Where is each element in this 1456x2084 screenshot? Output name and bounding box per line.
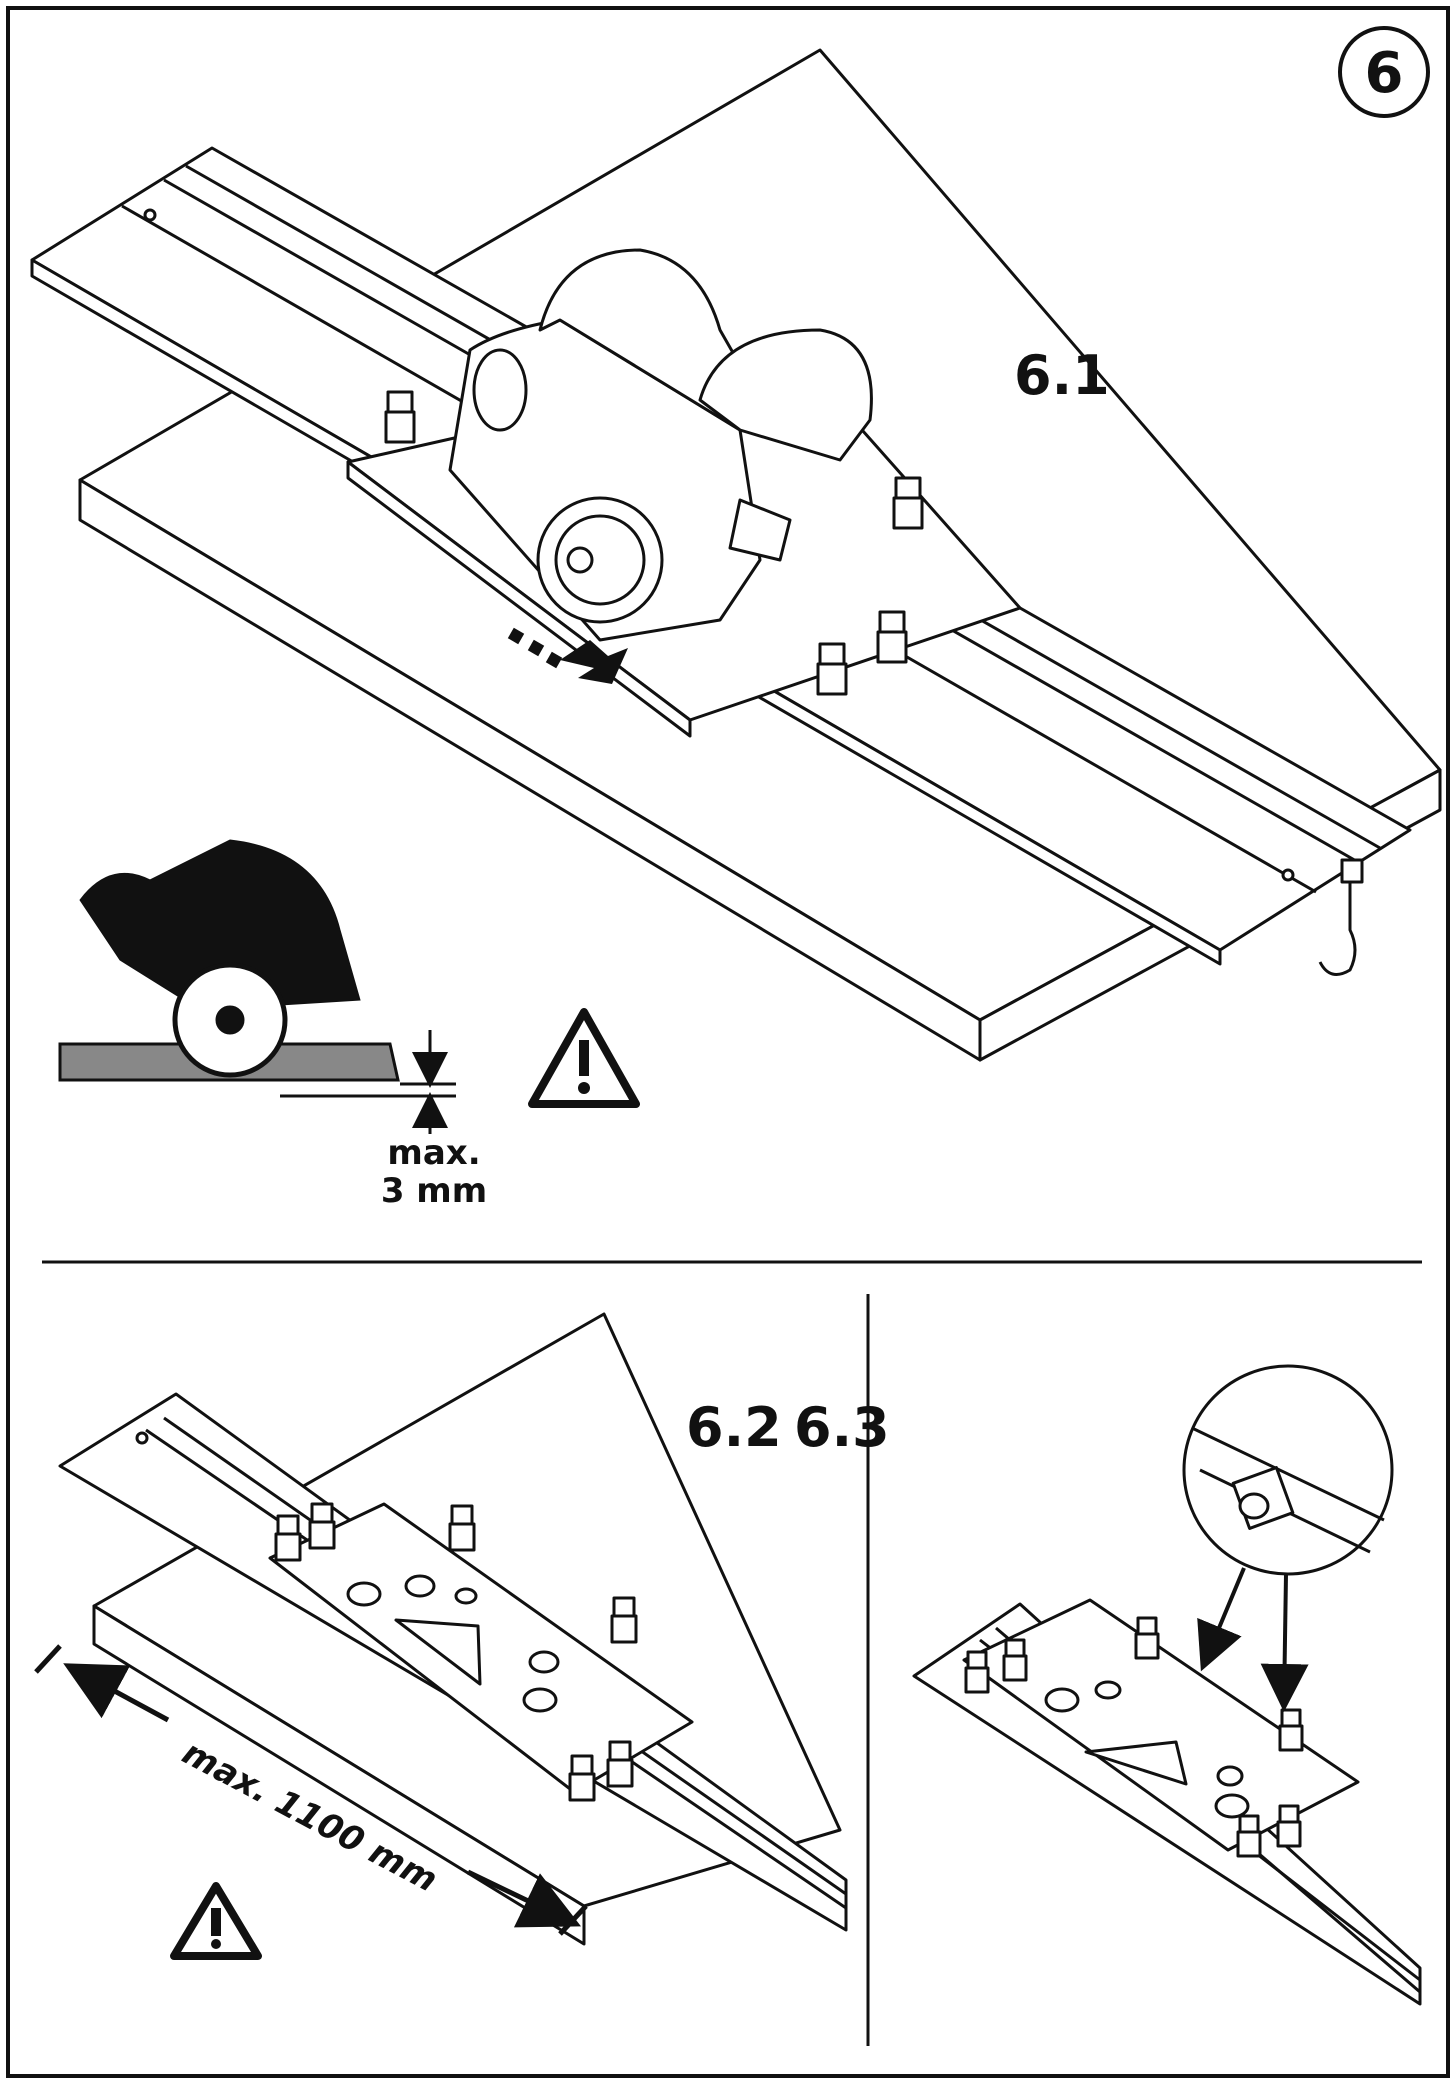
depth-limit-line1: max. [387, 1133, 480, 1173]
detail-magnifier [1182, 1364, 1394, 1576]
plate-thumb-screw [1134, 1616, 1160, 1660]
rail-clamp-hook [1318, 858, 1364, 976]
plate-thumb-screw [274, 1514, 302, 1562]
cut-direction-arrow [507, 627, 628, 684]
plate-thumb-screw [568, 1754, 596, 1802]
length-dimension [34, 1644, 588, 1936]
plate-thumb-screw [448, 1504, 476, 1552]
rail-connector-plate [962, 1598, 1360, 1852]
figure-6-2-illustration [58, 1312, 848, 1946]
circular-saw [448, 248, 873, 642]
plate-thumb-screw [610, 1596, 638, 1644]
warning-icon [170, 1882, 262, 1960]
plate-thumb-screw [876, 610, 908, 664]
plate-thumb-screw [892, 476, 924, 530]
plate-thumb-screw [308, 1502, 336, 1550]
plate-thumb-screw [964, 1650, 990, 1694]
plate-thumb-screw [816, 642, 848, 696]
figure-label-6-1: 6.1 [1014, 344, 1110, 407]
warning-icon [528, 1008, 640, 1108]
pictogram-saw-icon [79, 839, 361, 1078]
plate-thumb-screw [1002, 1638, 1028, 1682]
figure-label-6-2: 6.2 [686, 1396, 782, 1459]
page-number: 6 [1365, 41, 1404, 106]
page-number-badge: 6 [1338, 26, 1430, 118]
plate-thumb-screw [1236, 1814, 1262, 1858]
plate-thumb-screw [606, 1740, 634, 1788]
depth-limit-line2: 3 mm [381, 1171, 487, 1211]
detail-pointer-arrows [1197, 1567, 1309, 1712]
figure-6-1-illustration [30, 48, 1442, 1062]
figure-6-3-illustration [912, 1364, 1422, 2006]
plate-thumb-screw [1276, 1804, 1302, 1848]
plate-thumb-screw [1278, 1708, 1304, 1752]
page-border [6, 6, 1450, 2078]
figure-label-6-3: 6.3 [794, 1396, 890, 1459]
saw-depth-pictogram [58, 839, 456, 1134]
rail-connector-plate [268, 1502, 694, 1794]
plate-thumb-screw [384, 390, 416, 444]
